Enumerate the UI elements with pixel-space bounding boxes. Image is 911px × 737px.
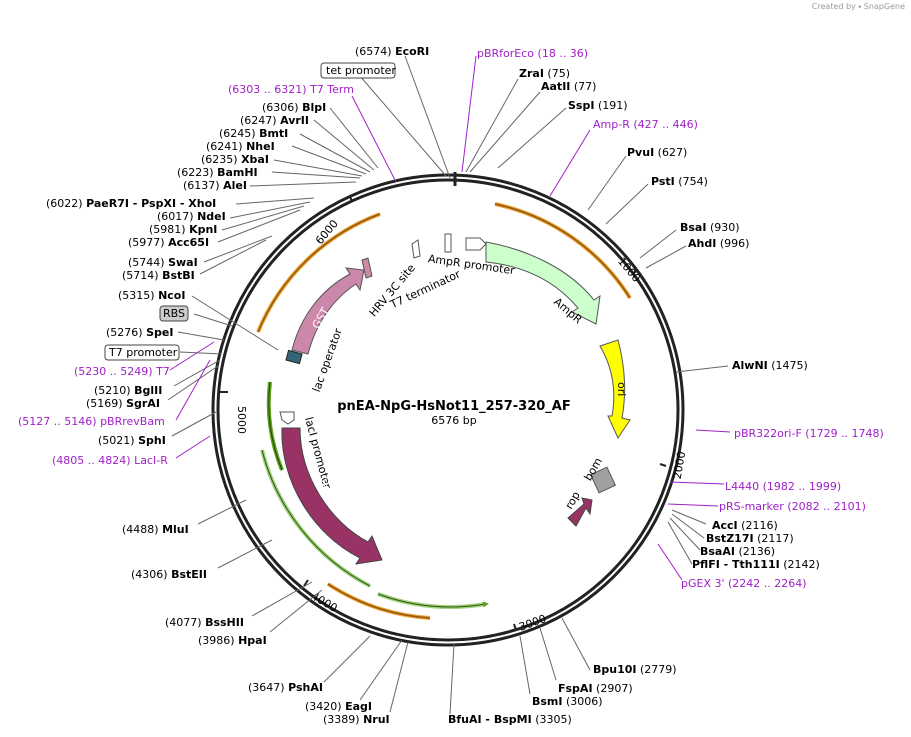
lac-operator-label: lac operator xyxy=(310,326,345,394)
laci-orf-line xyxy=(327,583,431,619)
plasmid-length: 6576 bp xyxy=(431,414,476,427)
snapgene-logo-icon: ⬩ xyxy=(858,2,862,11)
site-bsmi: BsmI (3006) xyxy=(532,695,603,708)
backbone-outer xyxy=(211,173,685,647)
t7-terminator-mark xyxy=(444,233,452,253)
tick-5000: 5000 xyxy=(235,406,248,434)
site-psti: PstI (754) xyxy=(651,175,708,188)
site-paer7i: (6022) PaeR7I - PspXI - XhoI xyxy=(46,197,216,210)
backbone-inner xyxy=(216,178,680,642)
site-ahdi: AhdI (996) xyxy=(688,237,749,250)
site-blpi: (6306) BlpI xyxy=(262,101,326,114)
credit-prefix: Created by xyxy=(811,2,856,11)
amp-orf-line xyxy=(494,203,631,299)
site-nrui: (3389) NruI xyxy=(323,713,390,726)
ori-label: ori xyxy=(615,382,628,396)
tick-2000: 2000 xyxy=(671,450,689,480)
bom-feature xyxy=(589,466,617,494)
site-avrii: (6247) AvrII xyxy=(240,114,309,127)
primer-t7: (5230 .. 5249) T7 xyxy=(74,365,170,378)
lac-operator-feature xyxy=(285,349,303,365)
site-ndei: (6017) NdeI xyxy=(157,210,226,223)
site-bpu10i: Bpu10I (2779) xyxy=(593,663,677,676)
site-acci: AccI (2116) xyxy=(712,519,778,532)
gst-orf-line xyxy=(257,213,381,333)
site-sphi: (5021) SphI xyxy=(98,434,166,447)
primer-pbrforeco: pBRforEco (18 .. 36) xyxy=(477,47,588,60)
green-arc-1-line xyxy=(268,381,283,471)
primer-laci-r: (4805 .. 4824) LacI-R xyxy=(52,454,168,467)
site-aatii: AatII (77) xyxy=(541,80,596,93)
site-bmti: (6245) BmtI xyxy=(219,127,288,140)
plasmid-name: pnEA-NpG-HsNot11_257-320_AF xyxy=(337,399,571,414)
site-eagi: (3420) EagI xyxy=(305,700,372,713)
primer-leader-lines xyxy=(169,55,731,581)
primer-l4440: L4440 (1982 .. 1999) xyxy=(725,480,841,493)
t7-terminator-feature xyxy=(411,239,421,259)
green-arc-1 xyxy=(266,381,284,471)
hrv-feature xyxy=(361,257,373,279)
site-bstbi: (5714) BstBI xyxy=(122,269,195,282)
site-bamhi: (6223) BamHI xyxy=(177,166,258,179)
site-bsaai: BsaAI (2136) xyxy=(700,545,775,558)
site-pvui: PvuI (627) xyxy=(627,146,687,159)
site-xbai: (6235) XbaI xyxy=(201,153,269,166)
site-bglii: (5210) BglII xyxy=(94,384,162,397)
site-zrai: ZraI (75) xyxy=(519,67,570,80)
site-ecori: (6574) EcoRI xyxy=(355,45,429,58)
site-bsshii: (4077) BssHII xyxy=(165,616,244,629)
t7-promoter-label: T7 promoter xyxy=(108,346,178,359)
rbs-box xyxy=(159,305,189,322)
laci-promoter-feature xyxy=(279,411,295,425)
site-alwni: AlwNI (1475) xyxy=(732,359,808,372)
ampr-promoter-feature xyxy=(465,237,487,251)
site-pshai: (3647) PshAI xyxy=(248,681,323,694)
green-arc-2-line xyxy=(261,449,371,587)
site-ncoi: (5315) NcoI xyxy=(118,289,185,302)
tet-promoter-label: tet promoter xyxy=(326,64,396,77)
site-pflfi: PflFI - Tth111I (2142) xyxy=(692,558,820,571)
leader-lines xyxy=(167,55,729,715)
site-bsteii: (4306) BstEII xyxy=(131,568,207,581)
primer-amp-r: Amp-R (427 .. 446) xyxy=(593,118,698,131)
green-arc-3-line xyxy=(377,593,489,608)
site-sgrai: (5169) SgrAI xyxy=(86,397,160,410)
site-bstz17i: BstZ17I (2117) xyxy=(706,532,794,545)
site-kpni: (5981) KpnI xyxy=(149,223,217,236)
snapgene-credit: Created by ⬩ SnapGene xyxy=(812,2,905,12)
site-mlui: (4488) MluI xyxy=(122,523,189,536)
site-bsai: BsaI (930) xyxy=(680,221,740,234)
ampr-feature xyxy=(485,241,601,325)
primer-pgex3: pGEX 3' (2242 .. 2264) xyxy=(681,577,807,590)
laci-feature xyxy=(281,427,383,565)
primer-pbrrevbam: (5127 .. 5146) pBRrevBam xyxy=(18,415,165,428)
t7-promoter-box xyxy=(104,344,180,361)
primer-pbr322ori-f: pBR322ori-F (1729 .. 1748) xyxy=(734,427,884,440)
tet-promoter-box xyxy=(320,62,396,79)
site-nhei: (6241) NheI xyxy=(206,140,275,153)
site-sspi: SspI (191) xyxy=(568,99,628,112)
laci-orf-arc xyxy=(326,582,431,620)
rbs-label: RBS xyxy=(163,307,185,320)
site-alei: (6137) AleI xyxy=(183,179,247,192)
site-spei: (5276) SpeI xyxy=(106,326,173,339)
site-bfuai: BfuAI - BspMI (3305) xyxy=(448,713,572,726)
ori-feature xyxy=(599,339,631,440)
site-fspai: FspAI (2907) xyxy=(558,682,633,695)
site-acc65i: (5977) Acc65I xyxy=(128,236,209,249)
green-arc-3 xyxy=(377,592,487,609)
rop-feature xyxy=(567,497,593,527)
primer-t7-term: (6303 .. 6321) T7 Term xyxy=(228,83,354,96)
credit-brand: SnapGene xyxy=(863,2,905,11)
site-hpai: (3986) HpaI xyxy=(198,634,267,647)
primer-prs-marker: pRS-marker (2082 .. 2101) xyxy=(719,500,866,513)
site-swai: (5744) SwaI xyxy=(128,256,198,269)
